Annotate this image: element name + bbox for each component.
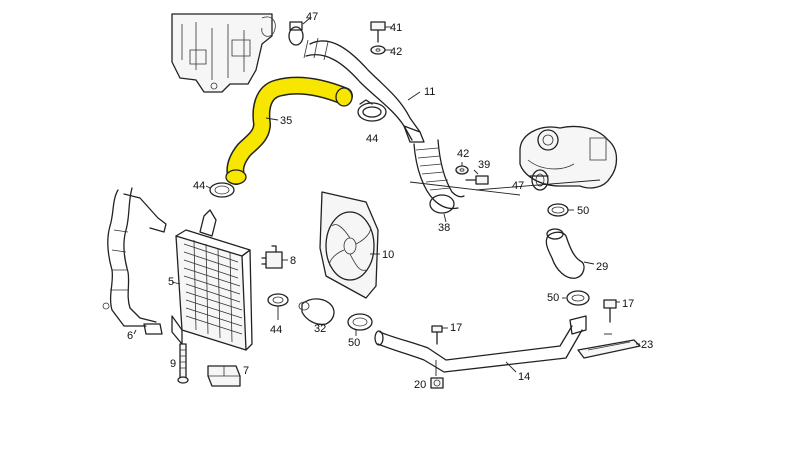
callout-14: 14 [518, 371, 530, 383]
callout-20: 20 [414, 379, 426, 391]
callout-39: 39 [478, 159, 490, 171]
hose-35-highlighted [225, 76, 353, 185]
callout-29: 29 [596, 261, 608, 273]
bolt-17-left [431, 325, 448, 345]
callout-44-upper: 44 [366, 133, 378, 145]
callout-7: 7 [243, 365, 249, 377]
callout-17-right: 17 [622, 298, 634, 310]
callout-41: 41 [390, 22, 402, 34]
mount-7 [207, 365, 241, 387]
hose-29 [545, 228, 595, 279]
callout-35: 35 [280, 115, 292, 127]
clamp-44-upper [357, 99, 387, 122]
pipe-14 [374, 315, 587, 376]
clamp-50-right [562, 290, 590, 306]
hose-32 [298, 298, 335, 326]
sensor-8 [261, 245, 288, 269]
callout-5: 5 [168, 276, 174, 288]
corrugated-hose-38 [413, 139, 465, 223]
callout-50-upper: 50 [577, 205, 589, 217]
clamp-47-top [288, 17, 311, 46]
callout-44-lower: 44 [270, 324, 282, 336]
callout-8: 8 [290, 255, 296, 267]
callout-38: 38 [438, 222, 450, 234]
callout-50-lower: 50 [348, 337, 360, 349]
intercooler-5 [171, 209, 253, 351]
callout-47-top: 47 [306, 11, 318, 23]
callout-11: 11 [424, 86, 435, 98]
washer-42-lower [455, 162, 469, 175]
callout-labels: 47 41 42 11 35 44 42 39 47 44 38 50 10 5… [127, 11, 653, 391]
clamp-44-lower [267, 293, 289, 320]
clamp-50-upper [547, 203, 574, 217]
callout-17-left: 17 [450, 322, 462, 334]
bolt-17-right [603, 299, 620, 323]
washer-42-top [370, 45, 392, 55]
clamp-44-middle [205, 182, 235, 198]
clamp-50-lower [347, 313, 373, 336]
drain-9 [177, 343, 189, 384]
hose-35-fill [227, 78, 352, 184]
bolt-39 [465, 169, 489, 185]
cooling-fan-10 [319, 191, 380, 299]
callout-42-top: 42 [390, 46, 402, 58]
callout-9: 9 [170, 358, 176, 370]
callout-47-turbo: 47 [512, 180, 524, 192]
callout-6: 6 [127, 330, 133, 342]
bracket-23 [577, 333, 641, 359]
callout-23: 23 [641, 339, 653, 351]
hose-35-outline [226, 76, 353, 185]
callout-50-right: 50 [547, 292, 559, 304]
bolt-41 [370, 21, 392, 43]
callout-10: 10 [382, 249, 394, 261]
engine-housing [171, 13, 276, 93]
callout-32: 32 [314, 323, 326, 335]
callout-44-middle: 44 [193, 180, 205, 192]
turbo-housing [519, 125, 618, 189]
charge-air-pipe-11 [303, 37, 425, 143]
callout-42-lower: 42 [457, 148, 469, 160]
clamp-47-turbo [529, 169, 549, 191]
bracket-6 [102, 187, 167, 335]
screw-20 [430, 377, 444, 389]
